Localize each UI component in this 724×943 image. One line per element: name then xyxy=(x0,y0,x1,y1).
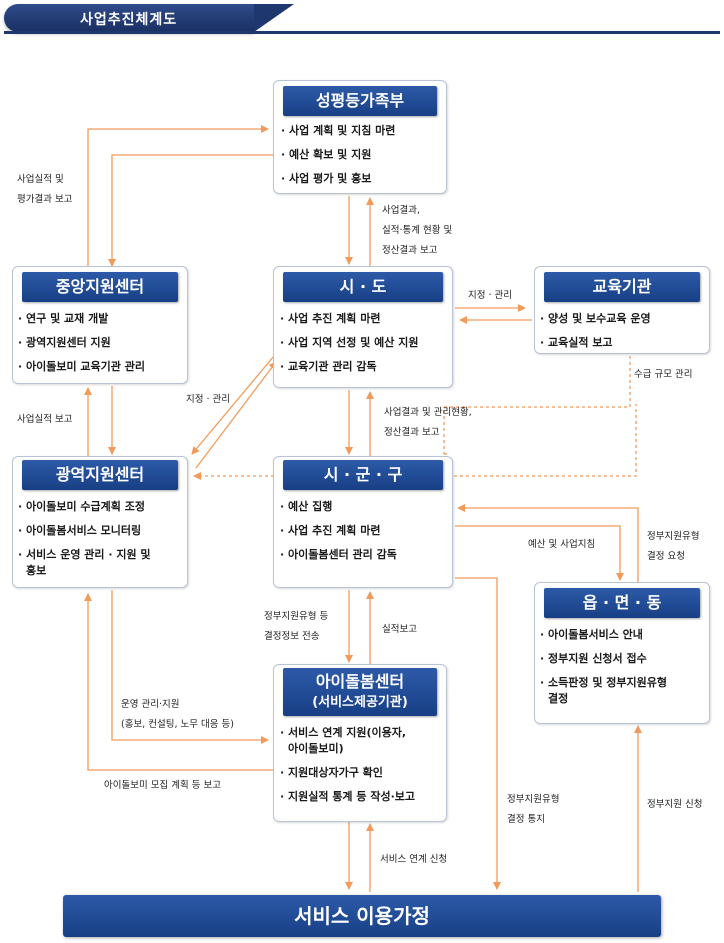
center-title-main: 아이돌봄센터 xyxy=(315,672,405,691)
center-title-sub: (서비스제공기관) xyxy=(312,695,408,710)
ministry-item-3: · 사업 평가 및 홍보 xyxy=(281,172,372,185)
label-operation-2: (홍보, 컨설팅, 노무 대응 등) xyxy=(121,719,234,730)
label-support-apply: 정부지원 신청 xyxy=(647,799,703,810)
arrow-sigungu-to-family xyxy=(455,577,501,890)
central-item-3: · 아이돌보미 교육기관 관리 xyxy=(18,360,145,373)
sigungu-item-3: · 아이돌봄센터 관리 감독 xyxy=(280,548,397,561)
edu-item-2: · 교육실적 보고 xyxy=(540,336,613,349)
family-bar: 서비스 이용가정 xyxy=(63,895,661,937)
label-notify-1: 정부지원유형 xyxy=(507,794,560,805)
regional-item-3-cont: 홍보 xyxy=(26,564,47,577)
label-service-request: 서비스 연계 신청 xyxy=(380,854,448,865)
center-item-1-cont: 아이돌보미) xyxy=(288,742,344,755)
sigungu-item-1: · 예산 집행 xyxy=(280,500,333,513)
edu-item-1: · 양성 및 보수교육 운영 xyxy=(540,312,651,325)
central-title: 중앙지원센터 xyxy=(22,272,178,302)
regional-title: 광역지원센터 xyxy=(22,460,178,490)
label-supply-management: 수급 규모 관리 xyxy=(634,369,693,380)
central-item-2: · 광역지원센터 지원 xyxy=(18,336,111,349)
label-performance-report-1: 사업실적 및 xyxy=(17,174,64,185)
ministry-title: 성평등가족부 xyxy=(283,86,437,116)
sido-item-2: · 사업 지역 선정 및 예산 지원 xyxy=(280,336,419,349)
title-underline xyxy=(4,31,720,34)
regional-item-1: · 아이돌보미 수급계획 조정 xyxy=(18,500,145,513)
center-item-1: · 서비스 연계 지원(이용자, xyxy=(280,726,407,739)
label-support-request-2: 결정 요청 xyxy=(647,551,685,562)
ministry-item-1: · 사업 계획 및 지침 마련 xyxy=(281,124,396,137)
label-result-sigungu-1: 사업결과 및 관리현황, xyxy=(384,407,472,418)
label-support-request-1: 정부지원유형 xyxy=(647,531,700,542)
arrow-center-to-regional xyxy=(84,593,273,771)
arrow-edu-to-regional xyxy=(443,356,631,454)
eupmyeondong-title: 읍 · 면 · 동 xyxy=(544,588,700,618)
arrow-ministry-to-central xyxy=(108,154,273,267)
central-item-1: · 연구 및 교재 개발 xyxy=(18,312,109,325)
arrow-central-to-ministry xyxy=(87,125,269,268)
sido-title: 시 · 도 xyxy=(283,272,443,302)
label-notify-2: 결정 통지 xyxy=(507,814,545,825)
regional-item-3: · 서비스 운영 관리 · 지원 및 xyxy=(18,548,151,561)
sido-item-1: · 사업 추진 계획 마련 xyxy=(280,312,381,325)
label-support-info-1: 정부지원유형 등 xyxy=(264,611,329,622)
title-tab xyxy=(4,4,294,32)
edu-title: 교육기관 xyxy=(544,272,700,302)
page-title: 사업추진체계도 xyxy=(80,12,178,28)
arrow-sido-to-regional xyxy=(191,355,275,455)
label-result-1: 사업결과, xyxy=(382,205,420,216)
title-bar: 사업추진체계도 xyxy=(0,0,724,38)
arrow-sigungu-to-eup xyxy=(455,525,624,581)
sigungu-item-2: · 사업 추진 계획 마련 xyxy=(280,524,381,537)
eup-item-3: · 소득판정 및 정부지원유형 xyxy=(540,676,667,689)
label-recruit-report: 아이돌보미 모집 계획 등 보고 xyxy=(104,780,221,791)
label-budget-guideline: 예산 및 사업지침 xyxy=(528,539,596,550)
eup-item-1: · 아이돌봄서비스 안내 xyxy=(540,628,643,641)
ministry-item-2: · 예산 확보 및 지원 xyxy=(281,148,372,161)
label-support-info-2: 결정정보 전송 xyxy=(264,631,320,642)
label-performance-report: 사업실적 보고 xyxy=(17,414,73,425)
sigungu-title: 시 · 군 · 구 xyxy=(283,460,443,490)
label-designate-regional: 지정 · 관리 xyxy=(186,394,231,405)
center-title: 아이돌봄센터 (서비스제공기관) xyxy=(283,668,437,716)
eup-item-2: · 정부지원 신청서 접수 xyxy=(540,652,647,665)
eup-item-3-cont: 결정 xyxy=(548,692,569,705)
label-performance: 실적보고 xyxy=(382,624,417,635)
label-designate-edu: 지정 · 관리 xyxy=(468,290,513,301)
regional-item-2: · 아이돌봄서비스 모니터링 xyxy=(18,524,142,537)
label-operation-1: 운영 관리·지원 xyxy=(121,699,180,710)
label-result-2: 실적·통계 현황 및 xyxy=(382,225,453,236)
center-item-2: · 지원대상자가구 확인 xyxy=(280,766,383,779)
arrow-eup-to-sigungu xyxy=(457,504,639,582)
center-item-3: · 지원실적 통계 등 작성·보고 xyxy=(280,790,415,803)
label-performance-report-2: 평가결과 보고 xyxy=(17,194,73,205)
label-result-3: 정산결과 보고 xyxy=(382,245,438,256)
arrow-regional-to-center xyxy=(111,590,269,744)
arrow-dashed-right xyxy=(448,404,637,477)
sido-item-3: · 교육기관 관리 감독 xyxy=(280,360,377,373)
label-result-sigungu-2: 정산결과 보고 xyxy=(384,427,440,438)
arrow-regional-to-sido xyxy=(195,361,277,469)
